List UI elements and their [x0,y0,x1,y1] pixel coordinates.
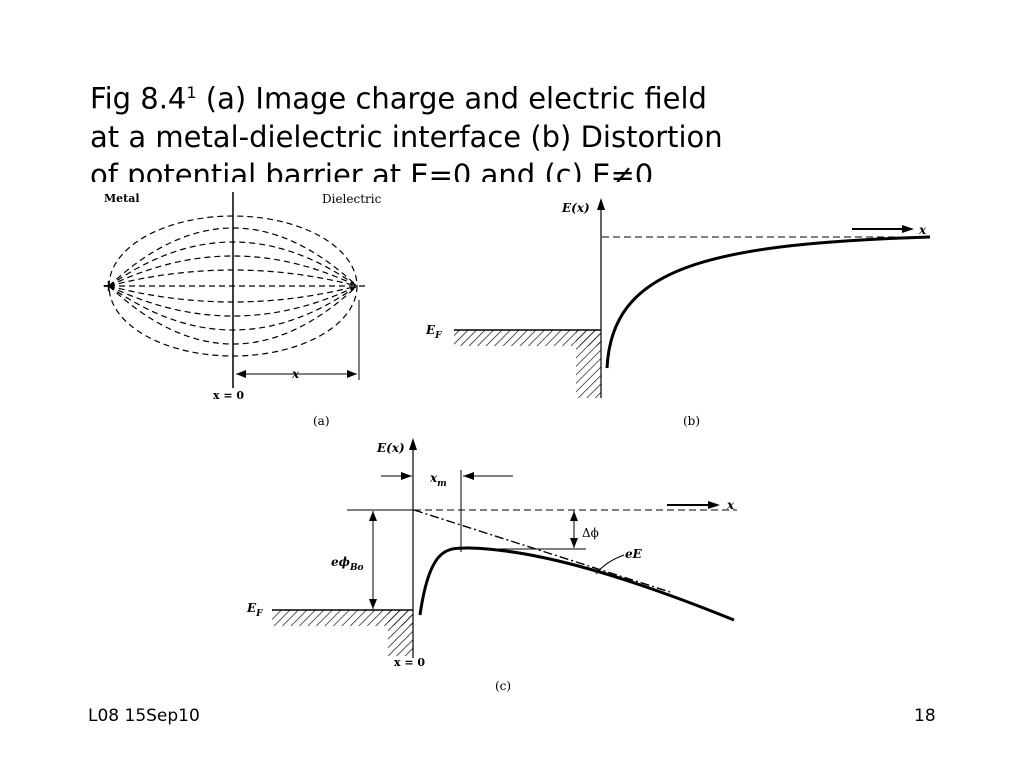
metal-hatch-top-b [454,330,601,346]
title-line-1: Fig 8.41 (a) Image charge and electric f… [90,74,810,118]
x-dimension-arrow-right [347,370,357,378]
potential-curve-b [605,235,931,369]
barrier-height-arrow-top [369,511,377,521]
origin-label-c: x = 0 [394,656,425,669]
title-line-3: of potential barrier at E=0 and (c) E≠0 [90,157,654,182]
image-charge-symbol: + [102,276,115,295]
caption-c: (c) [495,679,511,693]
xm-label: xm [429,471,447,489]
metal-label: Metal [104,192,140,205]
x-axis-label-b: x [918,223,927,237]
panel-a: Metal Dielectric + x x = 0 (a) [102,192,382,428]
title-superscript: 1 [186,83,197,102]
footer-page-number: 18 [914,706,936,726]
metal-hatch-side-b [576,330,601,398]
barrier-height-label: eϕBo [331,555,364,573]
x-direction-arrow-b [902,225,914,233]
title-line-1-text: (a) Image charge and electric field [196,81,707,116]
metal-hatch-side-c [388,610,413,656]
potential-curve-c [418,546,735,622]
panel-c: E(x) x xm Δϕ eE eϕBo [246,438,737,693]
caption-a: (a) [313,414,330,428]
applied-field-line-c [413,509,671,593]
fermi-label-b: EF [425,323,442,341]
field-lines [108,215,366,357]
delta-phi-arrow-top [570,511,578,521]
caption-b: (b) [683,414,700,428]
panel-b: E(x) x EF (b) [425,198,931,428]
energy-axis-arrow-c [409,438,417,450]
delta-phi-label: Δϕ [582,526,599,540]
title-line-2: at a metal-dielectric interface (b) Dist… [90,119,723,154]
x-axis-label-c: x [726,498,735,512]
energy-axis-label-b: E(x) [561,201,590,215]
energy-axis-arrow-b [597,198,605,210]
metal-hatch-top-c [272,610,413,626]
xm-marker-right-arrow [463,472,474,480]
barrier-height-arrow-bottom [369,599,377,609]
title-fig-number: Fig 8.4 [90,81,187,116]
footer-lecture-date: L08 15Sep10 [88,706,200,726]
eE-label: eE [625,547,643,561]
x-direction-arrow-c [708,501,720,509]
fermi-label-c: EF [246,601,263,619]
eE-leader-line [595,554,625,575]
x-dimension-arrow-left [236,370,246,378]
origin-label-a: x = 0 [213,389,244,402]
slide-title: Fig 8.41 (a) Image charge and electric f… [90,74,810,182]
delta-phi-arrow-bottom [570,538,578,548]
x-dimension-label: x [291,367,300,381]
dielectric-label: Dielectric [322,192,382,206]
energy-axis-label-c: E(x) [376,441,405,455]
xm-marker-left-arrow [401,472,412,480]
